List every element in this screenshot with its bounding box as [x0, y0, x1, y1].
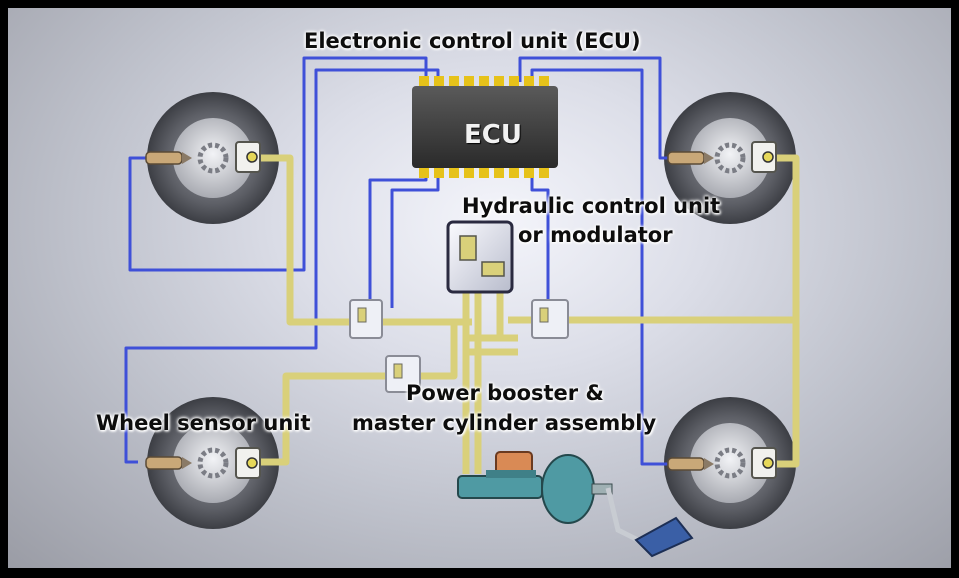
wheel-front-right: [664, 92, 796, 224]
wheel-front-left: [147, 92, 279, 224]
valve-left: [349, 299, 383, 339]
wheel-rear-left: [147, 397, 279, 529]
valve-right: [531, 299, 569, 339]
hydraulic-control-unit: [446, 220, 514, 294]
wheel-rear-right: [664, 397, 796, 529]
booster-label-line1: Power booster &: [406, 381, 604, 405]
brake-caliper-front-left: [235, 141, 261, 173]
abs-schematic: [124, 56, 800, 558]
ecu-chip: [412, 76, 558, 178]
wheel-sensor-rear-right: [667, 457, 714, 471]
brake-caliper-front-right: [751, 141, 777, 173]
wheel-sensor-front-left: [145, 151, 192, 165]
hydraulic-unit-label-line1: Hydraulic control unit: [462, 194, 721, 218]
brake-lines: [256, 154, 800, 474]
valve-rear: [385, 355, 421, 393]
ecu-chip-label: ECU: [464, 120, 522, 150]
ecu-title: Electronic control unit (ECU): [304, 29, 641, 53]
wheel-sensor-label: Wheel sensor unit: [96, 411, 311, 435]
booster-label-line2: master cylinder assembly: [352, 411, 657, 435]
wheel-sensor-rear-left: [145, 456, 192, 470]
wheel-sensor-front-right: [667, 151, 714, 165]
signal-wires: [124, 56, 682, 466]
hydraulic-unit-label-line2: or modulator: [518, 223, 673, 247]
brake-caliper-rear-right: [751, 447, 777, 479]
power-booster-master-cylinder: [457, 451, 694, 558]
brake-caliper-rear-left: [235, 447, 261, 479]
abs-diagram-panel: ECU Electronic control unit (ECU) Hydrau…: [8, 8, 951, 568]
